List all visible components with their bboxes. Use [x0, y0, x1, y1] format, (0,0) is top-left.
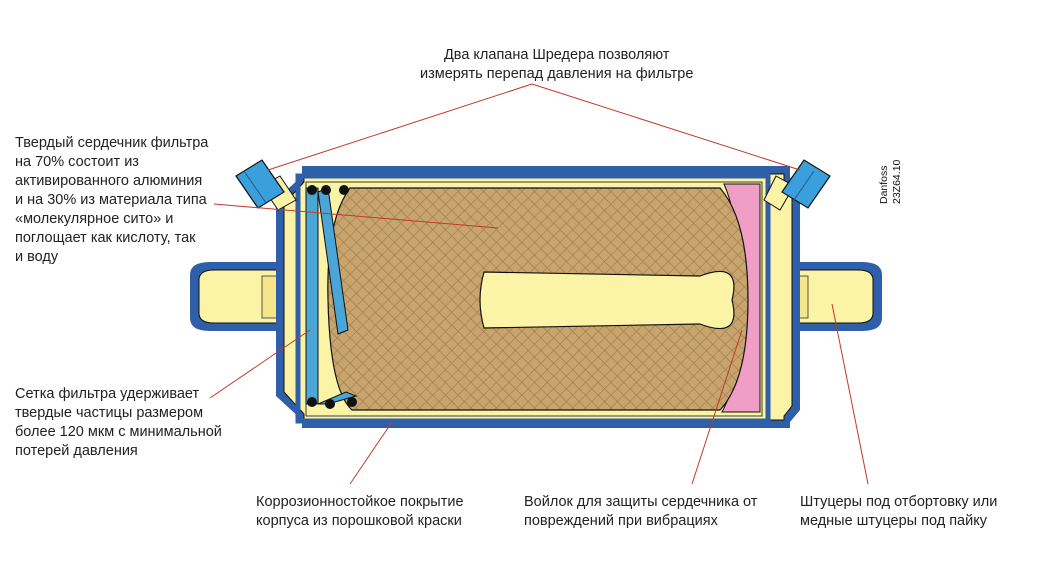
left-fitting — [190, 262, 281, 331]
drawing-code-text: 23Z64.10 — [891, 159, 903, 204]
left-schrader-valve — [235, 159, 297, 211]
core-label: Твердый сердечник фильтра на 70% состоит… — [15, 135, 209, 265]
filter-mesh — [305, 185, 358, 409]
fittings-label: Штуцеры под отбортовку или медные штуцер… — [800, 494, 998, 529]
drawing-code: 23Z64.10 — [879, 160, 903, 204]
coating-label: Коррозионностойкое покрытие корпуса из п… — [256, 494, 464, 529]
right-fitting — [789, 262, 882, 331]
mesh-label: Сетка фильтра удерживает твердые частицы… — [15, 386, 222, 459]
leader-lines — [209, 83, 869, 485]
schrader-valves-label: Два клапана Шредера позволяют измерять п… — [420, 47, 694, 82]
right-schrader-valve — [763, 159, 831, 211]
felt-label: Войлок для защиты сердечника от поврежде… — [524, 494, 758, 529]
